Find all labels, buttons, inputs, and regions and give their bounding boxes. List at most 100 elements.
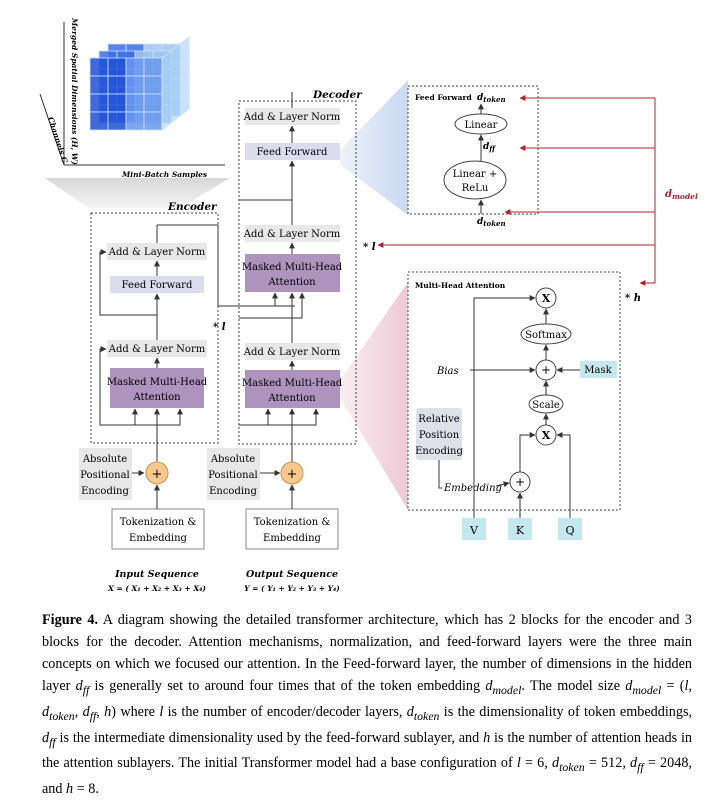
tensor-cube-grid	[89, 35, 190, 132]
encoder-input: Absolute Positional Encoding + Tokenizat…	[79, 448, 206, 593]
caption-text-7: ,	[96, 703, 105, 720]
tensor-cell	[143, 75, 163, 95]
enc-pos-line1: Absolute	[82, 454, 127, 465]
caption-var: h	[483, 729, 491, 746]
caption-sub: ff	[89, 708, 97, 723]
attn-embedding: Embedding	[443, 483, 502, 494]
attn-mask: Mask	[584, 365, 612, 376]
tensor-cell	[143, 111, 163, 131]
caption-sub: model	[632, 682, 662, 697]
encoder-zoom-funnel	[45, 178, 230, 208]
svg-text:+: +	[515, 475, 525, 489]
star-h-label: * h	[625, 293, 641, 304]
enc-pos-line3: Encoding	[81, 486, 129, 497]
caption-var: d	[485, 678, 493, 694]
tensor-cell	[89, 93, 109, 113]
caption-var: d	[551, 755, 560, 772]
tensor-illustration: Merged Spatial Dimensions (H, W) Channel…	[39, 17, 225, 179]
dmodel-annotation	[377, 95, 656, 286]
caption-text-9: is the number of encoder/decoder layers,	[163, 703, 407, 720]
caption-var: d	[82, 703, 90, 720]
attn-zoom-funnel	[340, 282, 408, 510]
caption-var: d	[75, 678, 83, 694]
tensor-cell	[89, 57, 109, 77]
caption-var: l	[516, 755, 521, 772]
dec-seq-title: Output Sequence	[246, 569, 338, 580]
attn-softmax: Softmax	[525, 330, 567, 341]
enc-feed-forward: Feed Forward	[122, 280, 193, 291]
enc-plus-icon	[145, 461, 169, 485]
caption-sub: model	[492, 682, 522, 697]
svg-text:dtoken: dtoken	[477, 93, 506, 104]
encoder-repeat: * l	[213, 322, 226, 333]
caption-text-4: = (	[661, 678, 685, 694]
enc-add-norm-top: Add & Layer Norm	[108, 247, 206, 258]
attention-detail: Multi-Head Attention X Softmax + Mask Bi…	[407, 271, 621, 540]
tensor-cell	[143, 93, 163, 113]
caption-label: Figure 4.	[42, 612, 99, 628]
star-l-label: * l	[363, 242, 376, 253]
svg-text:X: X	[542, 292, 551, 305]
caption-var: h	[104, 703, 112, 720]
caption-text-12: is the number of attention heads in the …	[42, 729, 693, 772]
tensor-cell	[107, 111, 127, 131]
tensor-cell	[125, 111, 145, 131]
caption-text-2: is generally set to around four times th…	[89, 678, 486, 694]
caption-var: d	[406, 703, 414, 720]
ff-dtoken-bottom: d	[477, 217, 484, 227]
attn-k: K	[516, 524, 525, 537]
ff-linear: Linear	[465, 120, 498, 131]
svg-text:+: +	[541, 363, 551, 377]
ff-linear-relu-line2: ReLu	[462, 183, 489, 194]
decoder-block: Decoder Add & Layer Norm Feed Forward Ad…	[238, 89, 363, 462]
ff-linear-relu-line1: Linear +	[453, 169, 498, 180]
dec-cross-attn-line2: Attention	[267, 277, 316, 288]
enc-add-norm-bottom: Add & Layer Norm	[108, 344, 206, 355]
axis-label-batch: Mini-Batch Samples	[121, 170, 208, 179]
attn-detail-title: Multi-Head Attention	[415, 281, 506, 290]
caption-var: d	[625, 678, 633, 694]
dec-self-attn-line1: Masked Multi-Head	[242, 378, 343, 389]
attn-v: V	[469, 524, 479, 537]
enc-seq-title: Input Sequence	[114, 569, 199, 580]
caption-sub: ff	[82, 682, 90, 697]
svg-text:X: X	[542, 429, 551, 442]
enc-tok-line2: Embedding	[129, 533, 188, 544]
ff-zoom-funnel	[340, 80, 408, 215]
tensor-cell	[89, 111, 109, 131]
axis-label-spatial: Merged Spatial Dimensions (H, W)	[70, 17, 79, 165]
enc-seq-formula: X = ( X₁ + X₂ + X₃ + X₄)	[107, 584, 206, 593]
caption-text-16: = 8.	[73, 781, 99, 798]
dec-tok-line1: Tokenization &	[254, 517, 331, 528]
dec-pos-line1: Absolute	[210, 454, 255, 465]
caption-text-14: = 512,	[584, 755, 631, 772]
caption-sub: token	[413, 708, 440, 723]
decoder-input: Absolute Positional Encoding + Tokenizat…	[207, 448, 340, 593]
caption-var: l	[159, 703, 164, 720]
ff-dtoken-top: d	[477, 93, 484, 103]
caption-text-11: is the intermediate dimensionality used …	[55, 729, 484, 746]
ff-dtoken-bottom-sub: token	[483, 219, 505, 228]
svg-text:dff: dff	[483, 142, 496, 153]
ff-detail-title: Feed Forward	[415, 93, 472, 102]
enc-pos-line2: Positional	[80, 470, 130, 481]
enc-tok-line1: Tokenization &	[120, 517, 197, 528]
dmodel-label-sub: model	[672, 192, 698, 201]
dec-tok-line2: Embedding	[263, 533, 322, 544]
caption-sub: ff	[49, 734, 56, 749]
figure-caption: Figure 4. A diagram showing the detailed…	[42, 609, 692, 800]
caption-text-6: ,	[74, 703, 83, 720]
svg-text:dtoken: dtoken	[477, 217, 506, 228]
caption-sub: ff	[637, 760, 644, 775]
tensor-cell	[89, 75, 109, 95]
dec-cross-attn-line1: Masked Multi-Head	[242, 262, 343, 273]
svg-text:+: +	[152, 467, 163, 482]
tensor-cell	[125, 75, 145, 95]
caption-text-10: is the dimensionality of token embedding…	[439, 703, 693, 720]
svg-text:dmodel: dmodel	[665, 189, 698, 201]
caption-var: d	[42, 703, 50, 720]
feed-forward-detail: Feed Forward dtoken Linear dff Linear + …	[407, 85, 539, 228]
attn-q: Q	[565, 524, 574, 537]
dmodel-label: d	[665, 189, 672, 200]
tensor-cell	[107, 57, 127, 77]
